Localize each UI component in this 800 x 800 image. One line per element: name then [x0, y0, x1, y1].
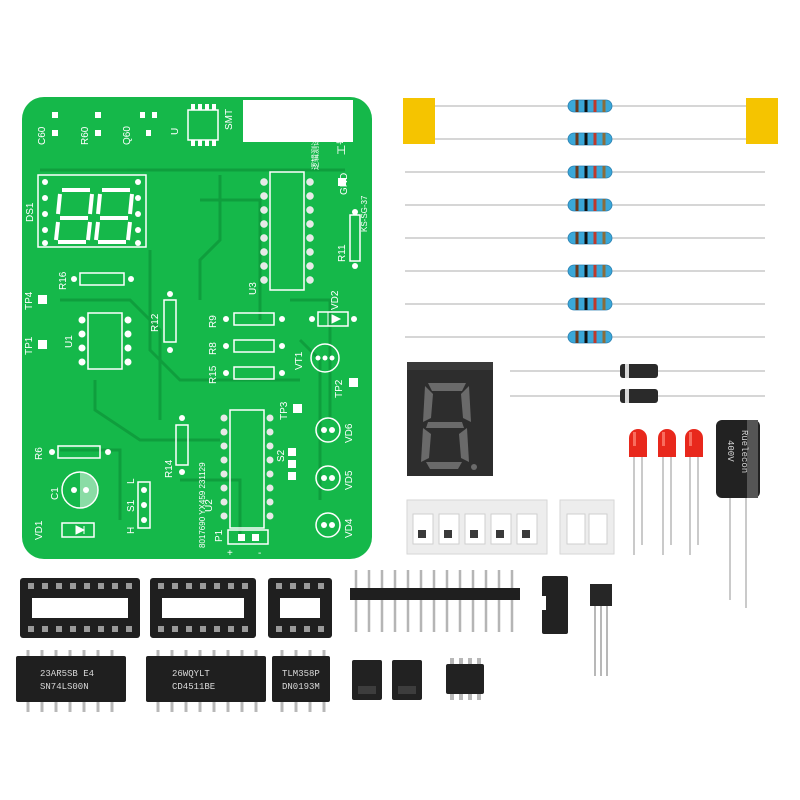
- smt-label: SMT: [224, 109, 235, 130]
- refdes-vt1: VT1: [294, 351, 305, 370]
- part-code: KS-SG-37: [360, 195, 369, 232]
- ic-chips: 23AR5SB E4 SN74LS00N 26WQYLT CD4511BE TL…: [16, 650, 330, 712]
- pcb-board: 工号 逻辑测试仪 SMT U C60 R60 Q60: [22, 97, 372, 559]
- ds1-footprint: [37, 174, 147, 248]
- refdes-vd6: VD6: [344, 423, 355, 443]
- soic-footprint: [187, 109, 219, 141]
- refdes-tp1: TP1: [24, 336, 35, 355]
- refdes-u1: U1: [64, 335, 75, 348]
- chip3-text-1: TLM358P: [282, 669, 320, 679]
- chip2-text-2: CD4511BE: [172, 682, 215, 692]
- refdes-r12: R12: [150, 313, 161, 332]
- refdes-r9: R9: [208, 315, 219, 328]
- chip-74ls00: [16, 656, 126, 702]
- chip2-text-1: 26WQYLT: [172, 669, 210, 679]
- refdes-u3: U3: [248, 282, 259, 295]
- refdes-q60: Q60: [122, 126, 133, 145]
- transistor: [590, 584, 612, 676]
- refdes-s2: S2: [276, 449, 287, 462]
- capacitor-voltage: 400V: [725, 440, 735, 462]
- ic-sockets: [20, 578, 332, 638]
- refdes-r11: R11: [337, 244, 348, 262]
- u1-footprint: [78, 312, 132, 370]
- refdes-s1: S1: [126, 499, 137, 512]
- electrolytic-capacitor: 400V Ruelecon: [716, 420, 760, 608]
- chip1-text-1: 23AR5SB E4: [40, 669, 94, 679]
- chip1-text-2: SN74LS00N: [40, 682, 89, 692]
- seven-segment-display: [407, 362, 493, 476]
- refdes-r8: R8: [208, 342, 219, 355]
- refdes-p1: P1: [214, 529, 225, 542]
- refdes-vd1: VD1: [34, 520, 45, 540]
- refdes-tp3: TP3: [279, 401, 290, 420]
- refdes-u: U: [170, 128, 181, 135]
- pcb-serial: 8017690 YX459 231129: [198, 462, 207, 548]
- soic-chip: [446, 658, 484, 700]
- resistor-strip: [403, 98, 778, 344]
- refdes-r14: R14: [164, 459, 175, 478]
- refdes-tp4: TP4: [24, 291, 35, 310]
- chip-cd4511: [146, 656, 266, 702]
- switch-h-label: H: [126, 527, 137, 534]
- tactile-switches: [406, 499, 615, 555]
- refdes-c60: C60: [37, 126, 48, 145]
- refdes-vd4: VD4: [344, 518, 355, 538]
- diodes: [510, 364, 765, 403]
- refdes-vd2: VD2: [330, 290, 341, 310]
- plus-label: +: [227, 548, 233, 559]
- red-leds: [629, 429, 703, 555]
- refdes-r16: R16: [58, 271, 69, 290]
- refdes-r15: R15: [208, 365, 219, 384]
- chip-lm358: [272, 656, 330, 702]
- u2-footprint: [220, 409, 274, 529]
- minus-label: -: [258, 548, 261, 559]
- refdes-u2: U2: [204, 499, 215, 512]
- pin-header: [350, 570, 520, 632]
- refdes-tp2: TP2: [334, 379, 345, 398]
- label-area: [243, 100, 353, 142]
- tape-left: [403, 98, 435, 144]
- chip3-text-2: DN0193M: [282, 682, 320, 692]
- refdes-r6: R6: [34, 447, 45, 460]
- switch-l-label: L: [126, 478, 137, 484]
- connector-block: [538, 576, 568, 634]
- tape-right: [746, 98, 778, 144]
- led-footprints: [315, 417, 341, 538]
- corner-mark: 工号: [336, 135, 348, 155]
- refdes-c1: C1: [50, 487, 61, 500]
- u3-footprint: [260, 171, 314, 291]
- jumpers: [352, 660, 422, 700]
- capacitor-brand: Ruelecon: [739, 430, 749, 473]
- refdes-ds1: DS1: [25, 202, 36, 222]
- refdes-r60: R60: [80, 126, 91, 145]
- board-name: 逻辑测试仪: [310, 130, 320, 170]
- refdes-vd5: VD5: [344, 470, 355, 490]
